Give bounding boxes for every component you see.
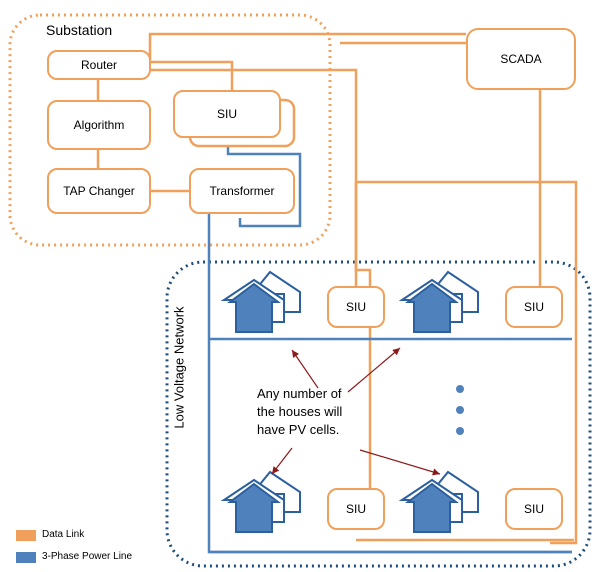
legend-power-line-swatch: [16, 552, 36, 563]
house-icon: [405, 482, 459, 533]
link-bus-siu-bottom-left: [354, 182, 372, 490]
scada-box: SCADA: [466, 28, 576, 90]
annotation-line-1: Any number of: [257, 386, 342, 401]
substation-boundary: [8, 13, 332, 247]
legend-data-link-label: Data Link: [42, 529, 85, 540]
router-box: Router: [47, 50, 151, 80]
link-router-siu: [150, 60, 234, 90]
house-group-top-left: [220, 270, 301, 333]
substation-title: Substation: [46, 22, 113, 38]
power-siu-transformer: [226, 138, 302, 228]
annotation-arrows: [271, 347, 441, 476]
house-group-top-right: [398, 270, 479, 333]
house-group-bottom-right: [398, 470, 479, 533]
transformer-box: Transformer: [189, 168, 295, 214]
annotation-line-3: have PV cells.: [257, 422, 340, 437]
arrow-to-top-left-house: [291, 349, 319, 389]
house-icon: [227, 282, 281, 333]
legend-power-line-label: 3-Phase Power Line: [42, 551, 133, 562]
arrow-to-bottom-left-house: [271, 447, 293, 475]
algorithm-box: Algorithm: [47, 100, 151, 150]
link-bus-siu-bottom-right: [550, 313, 578, 545]
house-icon: [227, 482, 281, 533]
more-houses-ellipsis: [456, 385, 464, 435]
house-icon: [405, 282, 459, 333]
low-voltage-network-boundary: [165, 260, 592, 568]
legend-data-link-swatch: [16, 530, 36, 541]
low-voltage-network-title: Low Voltage Network: [171, 306, 187, 429]
arrow-to-top-right-house: [347, 347, 401, 393]
siu-substation-box: SIU: [173, 90, 281, 138]
siu-bottom-right: SIU: [505, 488, 563, 530]
link-router-scada: [148, 32, 466, 60]
house-group-bottom-left: [220, 470, 301, 533]
siu-top-left: SIU: [327, 286, 385, 328]
siu-bottom-left: SIU: [327, 488, 385, 530]
power-lines: [207, 138, 572, 554]
tap-changer-box: TAP Changer: [47, 168, 151, 214]
annotation-line-2: the houses will: [257, 404, 343, 419]
siu-top-right: SIU: [505, 286, 563, 328]
arrow-to-bottom-right-house: [359, 449, 441, 476]
